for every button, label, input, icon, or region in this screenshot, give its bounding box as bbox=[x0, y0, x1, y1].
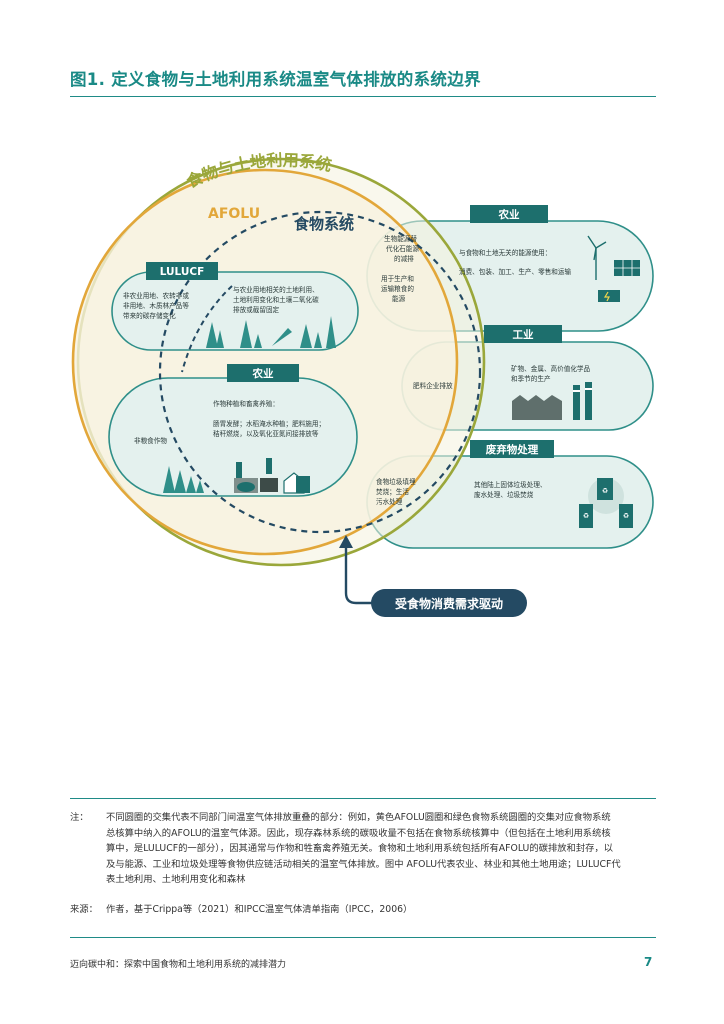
driver-label-box: 受食物消费需求驱动 bbox=[371, 589, 527, 617]
footer-rule bbox=[70, 937, 656, 938]
driver-arrow bbox=[344, 546, 372, 605]
figure-notes: 注： 不同圆圈的交集代表不同部门间温室气体排放重叠的部分：例如，黄色AFOLU圆… bbox=[70, 810, 656, 888]
svg-text:和季节的生产: 和季节的生产 bbox=[511, 374, 551, 383]
svg-text:与食物和土地无关的能源使用：: 与食物和土地无关的能源使用： bbox=[459, 248, 551, 257]
agri-main-text: 作物种植和畜禽养殖： 肠胃发酵；水稻淹水种植；肥料施用； 秸秆燃烧，以及氧化亚氮… bbox=[213, 399, 325, 438]
svg-text:污水处理: 污水处理 bbox=[376, 497, 403, 506]
notes-line: 不同圆圈的交集代表不同部门间温室气体排放重叠的部分：例如，黄色AFOLU圆圈和绿… bbox=[106, 812, 611, 823]
svg-text:农业: 农业 bbox=[498, 208, 520, 221]
svg-text:肠胃发酵；水稻淹水种植；肥料施用；: 肠胃发酵；水稻淹水种植；肥料施用； bbox=[213, 419, 325, 428]
forest-icon bbox=[206, 316, 336, 348]
svg-text:秸秆燃烧，以及氧化亚氮间接排放等: 秸秆燃烧，以及氧化亚氮间接排放等 bbox=[213, 429, 319, 438]
energy-text-inner: 生物能源替 代化石能源 的减排 用于生产和 运输粮食的 能源 bbox=[381, 234, 419, 303]
svg-text:消费、包装、加工、生产、零售和运输: 消费、包装、加工、生产、零售和运输 bbox=[459, 267, 571, 276]
source-text: 作者，基于Crippa等（2021）和IPCC温室气体清单指南（IPCC，200… bbox=[106, 904, 413, 915]
industry-inner-text: 肥料企业排放 bbox=[413, 381, 453, 390]
food-system-label: 食物系统 bbox=[294, 215, 354, 233]
energy-text-outer: 与食物和土地无关的能源使用： 消费、包装、加工、生产、零售和运输 bbox=[459, 248, 571, 276]
energy-tab: 农业 bbox=[470, 205, 548, 223]
svg-text:食物垃圾填埋: 食物垃圾填埋 bbox=[376, 477, 416, 486]
figure-source: 来源： 作者，基于Crippa等（2021）和IPCC温室气体清单指南（IPCC，… bbox=[70, 901, 412, 915]
driver-arrowhead bbox=[339, 535, 353, 548]
industry-outer-text: 矿物、金属、高价值化学品 和季节的生产 bbox=[511, 364, 591, 383]
svg-text:焚烧；生活: 焚烧；生活 bbox=[376, 487, 409, 496]
svg-text:♻: ♻ bbox=[583, 512, 589, 520]
svg-text:非用地、木质林产品等: 非用地、木质林产品等 bbox=[123, 301, 189, 310]
page-number: 7 bbox=[644, 955, 653, 969]
svg-text:排放或截留固定: 排放或截留固定 bbox=[233, 305, 280, 314]
svg-text:用于生产和: 用于生产和 bbox=[381, 274, 414, 283]
svg-text:工业: 工业 bbox=[513, 328, 534, 341]
svg-text:土地利用变化和土壤二氧化碳: 土地利用变化和土壤二氧化碳 bbox=[233, 295, 319, 304]
recycling-bin-icon: ♻ ♻ ♻ bbox=[579, 478, 633, 528]
svg-text:运输粮食的: 运输粮食的 bbox=[381, 284, 414, 293]
agri-non-food-text: 非粮食作物 bbox=[134, 436, 167, 445]
lulucf-tab: LULUCF bbox=[146, 262, 218, 280]
svg-text:的减排: 的减排 bbox=[394, 254, 414, 263]
svg-text:♻: ♻ bbox=[602, 487, 608, 495]
wind-turbine-icon bbox=[587, 235, 607, 280]
notes-label: 注： bbox=[70, 812, 89, 823]
lulucf-text-right: 与农业用地相关的土地利用、 土地利用变化和土壤二氧化碳 排放或截留固定 bbox=[233, 285, 319, 314]
factory-icon bbox=[512, 382, 592, 420]
svg-text:废水处理、垃圾焚烧: 废水处理、垃圾焚烧 bbox=[474, 490, 534, 499]
svg-text:代化石能源: 代化石能源 bbox=[386, 244, 419, 253]
agriculture-tab: 农业 bbox=[227, 364, 299, 382]
crop-icon bbox=[163, 466, 204, 493]
svg-text:其他陆上固体垃圾处理、: 其他陆上固体垃圾处理、 bbox=[474, 480, 547, 489]
title-rule bbox=[70, 96, 656, 97]
svg-text:废弃物处理: 废弃物处理 bbox=[486, 443, 539, 456]
svg-text:LULUCF: LULUCF bbox=[160, 266, 205, 278]
food-system-circle bbox=[158, 210, 482, 534]
notes-rule bbox=[70, 798, 656, 799]
afolu-label: AFOLU bbox=[208, 206, 260, 222]
notes-line: 算中，是LULUCF的一部分），因其通常与作物和牲畜禽养殖无关。食物和土地利用系… bbox=[106, 843, 614, 854]
notes-line: 及与能源、工业和垃圾处理等食物供应链活动相关的温室气体排放。图中 AFOLU代表… bbox=[106, 858, 621, 870]
source-label: 来源： bbox=[70, 904, 98, 915]
footer-text: 迈向碳中和：探索中国食物和土地利用系统的减排潜力 bbox=[70, 960, 287, 970]
svg-text:能源: 能源 bbox=[392, 294, 406, 303]
waste-inner-text: 食物垃圾填埋 焚烧；生活 污水处理 bbox=[376, 477, 416, 506]
svg-text:作物种植和畜禽养殖：: 作物种植和畜禽养殖： bbox=[213, 399, 279, 408]
notes-line: 总核算中纳入的AFOLU的温室气体源。因此，现存森林系统的碳吸收量不包括在食物系… bbox=[106, 827, 611, 839]
svg-text:与农业用地相关的土地利用、: 与农业用地相关的土地利用、 bbox=[233, 285, 319, 294]
svg-text:非农业用地、农转非或: 非农业用地、农转非或 bbox=[123, 291, 189, 300]
waste-tab: 废弃物处理 bbox=[470, 440, 554, 458]
waste-outer-text: 其他陆上固体垃圾处理、 废水处理、垃圾焚烧 bbox=[474, 480, 547, 499]
svg-text:农业: 农业 bbox=[252, 367, 274, 380]
svg-text:带来的碳存储变化: 带来的碳存储变化 bbox=[123, 311, 176, 320]
farm-icon bbox=[234, 458, 310, 494]
battery-icon bbox=[598, 290, 620, 302]
svg-text:♻: ♻ bbox=[623, 512, 629, 520]
industry-tab: 工业 bbox=[484, 325, 562, 343]
lulucf-text-left: 非农业用地、农转非或 非用地、木质林产品等 带来的碳存储变化 bbox=[123, 291, 189, 320]
solar-panel-icon bbox=[614, 260, 640, 276]
svg-text:矿物、金属、高价值化学品: 矿物、金属、高价值化学品 bbox=[511, 364, 591, 373]
lulucf-divider bbox=[181, 285, 233, 373]
svg-text:受食物消费需求驱动: 受食物消费需求驱动 bbox=[395, 596, 503, 611]
figure-title: 图1. 定义食物与土地利用系统温室气体排放的系统边界 bbox=[70, 70, 481, 89]
lulucf-box bbox=[111, 271, 359, 351]
notes-line: 表土地利用、土地利用变化和森林 bbox=[106, 874, 246, 885]
svg-text:生物能源替: 生物能源替 bbox=[384, 234, 417, 243]
